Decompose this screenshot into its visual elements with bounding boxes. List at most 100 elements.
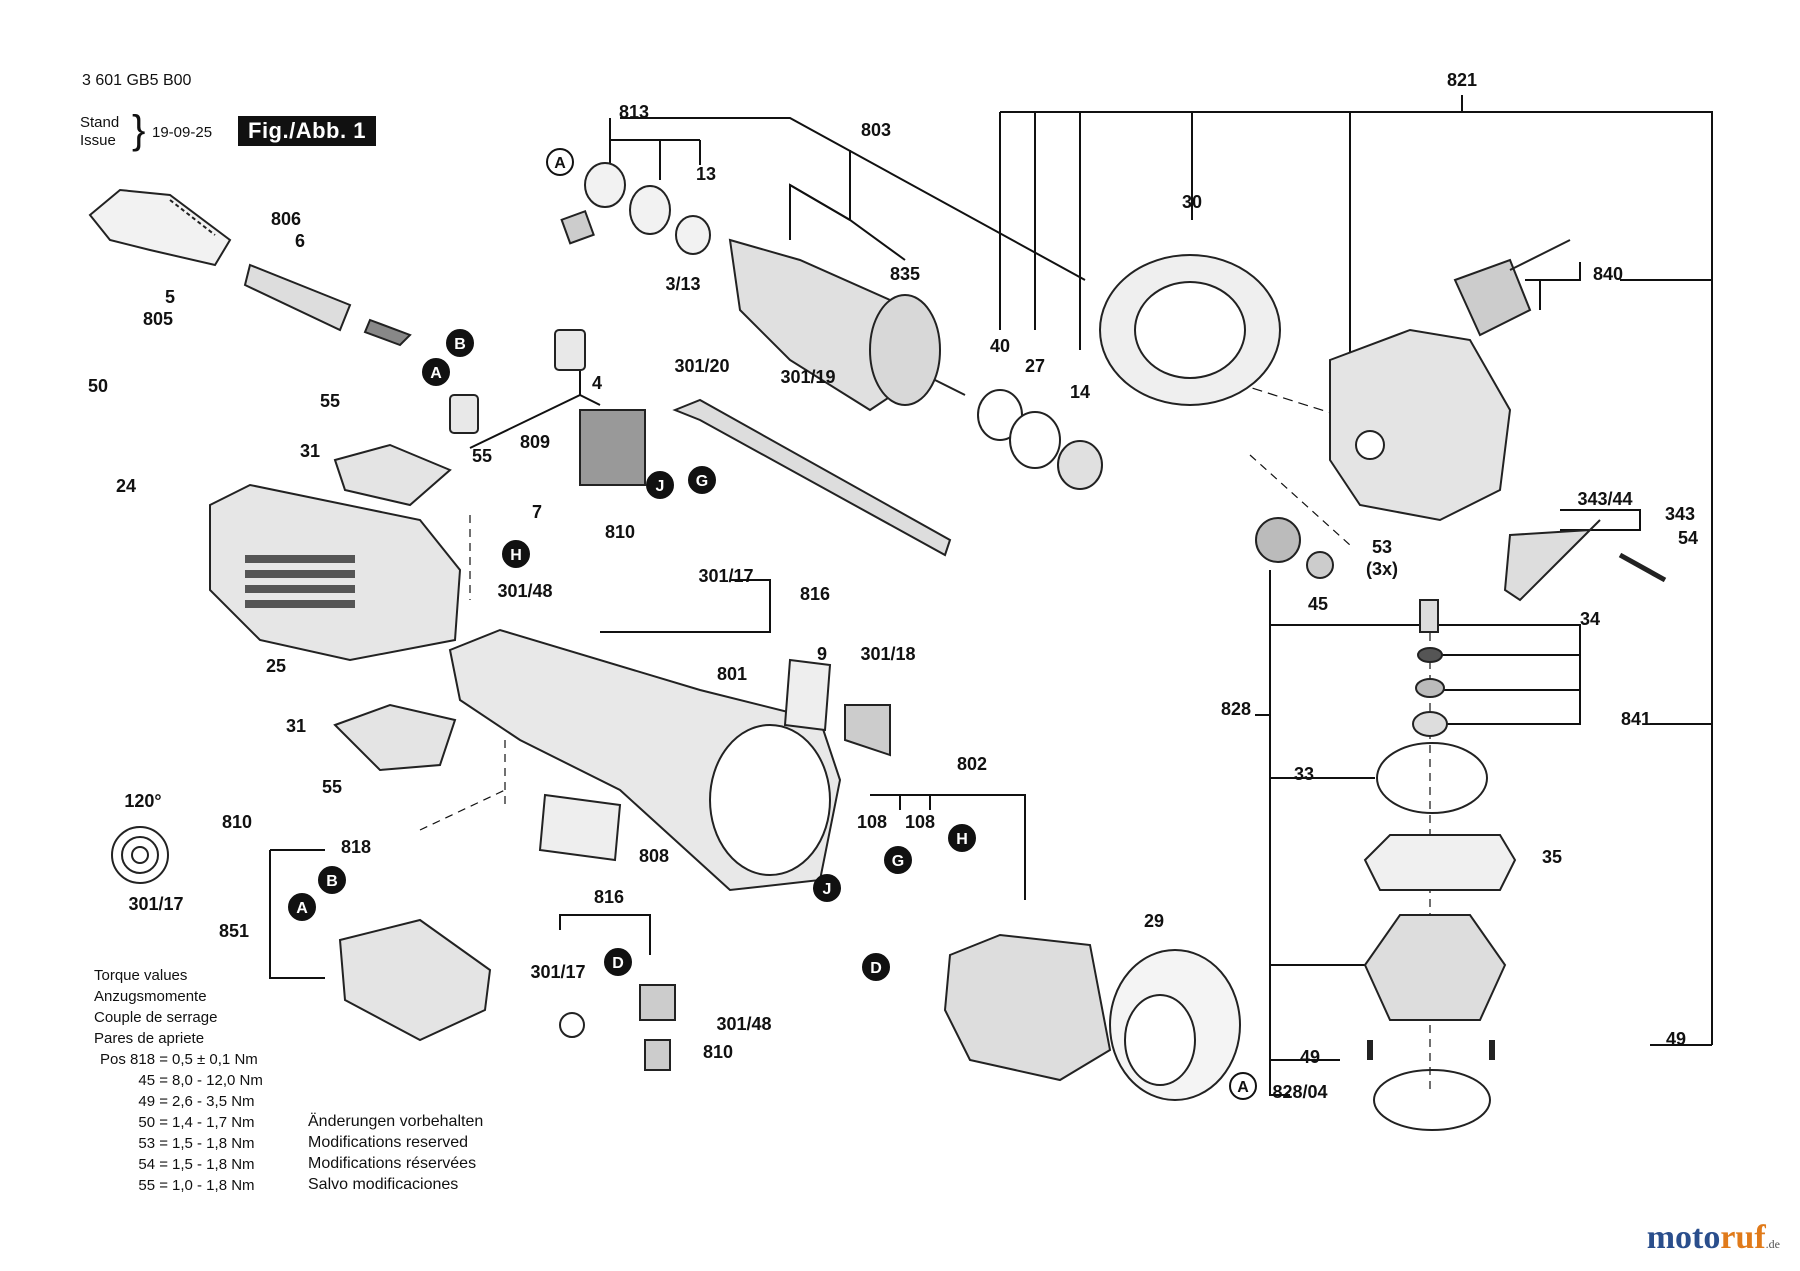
- part-label: 301/48: [497, 581, 552, 601]
- callout-letter: J: [656, 478, 665, 495]
- callout-letter: H: [956, 831, 968, 848]
- torque-title-de: Anzugsmomente: [94, 988, 207, 1005]
- part-label: 9: [817, 644, 827, 664]
- part-label: 30: [1182, 192, 1202, 212]
- callout-letter: B: [326, 873, 338, 890]
- part-label: 6: [295, 231, 305, 251]
- callout-a: A: [1229, 1072, 1257, 1100]
- issue-date: 19-09-25: [152, 124, 213, 141]
- torque-title-fr: Couple de serrage: [94, 1009, 218, 1026]
- part-label: 301/19: [780, 367, 835, 387]
- torque-value: 1,0 - 1,8 Nm: [172, 1177, 255, 1194]
- torque-row: 53 =1,5 - 1,8 Nm: [94, 1133, 302, 1154]
- callout-letter: A: [1237, 1079, 1249, 1096]
- motoruf-logo[interactable]: motoruf.de: [1647, 1219, 1780, 1257]
- stand-label: Stand: [80, 114, 120, 131]
- part-label: 813: [619, 102, 649, 122]
- part-label: 34: [1580, 609, 1600, 629]
- note-de: Änderungen vorbehalten: [308, 1113, 484, 1130]
- part-label: 31: [286, 716, 306, 736]
- part-label: 802: [957, 754, 987, 774]
- torque-value: 1,5 - 1,8 Nm: [172, 1135, 255, 1152]
- part-label: 120°: [124, 791, 161, 811]
- part-label: 821: [1447, 70, 1477, 90]
- torque-row: 54 =1,5 - 1,8 Nm: [94, 1154, 302, 1175]
- part-label: 50: [88, 376, 108, 396]
- callout-a: A: [422, 358, 450, 386]
- torque-title-en: Torque values: [94, 967, 188, 984]
- part-label: 24: [116, 476, 136, 496]
- part-label: 840: [1593, 264, 1623, 284]
- part-label: 49: [1300, 1047, 1320, 1067]
- callout-g: G: [688, 466, 716, 494]
- torque-row: Pos 818 =0,5 ± 0,1 Nm: [94, 1049, 302, 1070]
- callout-letter: G: [892, 853, 904, 870]
- callout-letter: D: [612, 955, 624, 972]
- issue-label: Issue: [80, 132, 116, 149]
- torque-pos: 49 =: [138, 1093, 168, 1110]
- torque-row: 49 =2,6 - 3,5 Nm: [94, 1091, 302, 1112]
- part-label: 301/17: [128, 894, 183, 914]
- part-label: 55: [320, 391, 340, 411]
- note-en: Modifications reserved: [308, 1134, 469, 1151]
- part-label: 25: [266, 656, 286, 676]
- torque-pos: 53 =: [138, 1135, 168, 1152]
- part-label: 343: [1665, 504, 1695, 524]
- callout-b: B: [446, 329, 474, 357]
- torque-pos: 55 =: [138, 1177, 168, 1194]
- callout-b: B: [318, 866, 346, 894]
- part-label: 301/18: [860, 644, 915, 664]
- callout-d: D: [862, 953, 890, 981]
- callout-d: D: [604, 948, 632, 976]
- part-label: 301/17: [698, 566, 753, 586]
- date-brace: }: [132, 108, 146, 152]
- part-label: 55: [472, 446, 492, 466]
- part-label: 45: [1308, 594, 1328, 614]
- torque-value: 1,5 - 1,8 Nm: [172, 1156, 255, 1173]
- part-label: 828: [1221, 699, 1251, 719]
- part-label: 5: [165, 287, 175, 307]
- document-number: 3 601 GB5 B00: [82, 72, 192, 89]
- callout-a: A: [288, 893, 316, 921]
- torque-value: 1,4 - 1,7 Nm: [172, 1114, 255, 1131]
- part-label: 4: [592, 373, 602, 393]
- part-label: 810: [222, 812, 252, 832]
- torque-pos: 50 =: [138, 1114, 168, 1131]
- torque-values-table: Torque values Anzugsmomente Couple de se…: [94, 965, 302, 1196]
- callout-letter: G: [696, 473, 708, 490]
- torque-row: 45 =8,0 - 12,0 Nm: [94, 1070, 302, 1091]
- callout-h: H: [502, 540, 530, 568]
- part-label: 31: [300, 441, 320, 461]
- part-label: 809: [520, 432, 550, 452]
- part-label: 49: [1666, 1029, 1686, 1049]
- callout-g: G: [884, 846, 912, 874]
- brand-suffix: .de: [1765, 1237, 1780, 1251]
- torque-pos: 45 =: [138, 1072, 168, 1089]
- part-label: 27: [1025, 356, 1045, 376]
- part-label: 301/48: [716, 1014, 771, 1034]
- torque-pos: Pos 818 =: [100, 1051, 168, 1068]
- part-label: 816: [594, 887, 624, 907]
- callout-j: J: [813, 874, 841, 902]
- callout-letter: D: [870, 960, 882, 977]
- torque-title-es: Pares de apriete: [94, 1030, 205, 1047]
- callout-a: A: [546, 148, 574, 176]
- brand-part-2: ruf: [1720, 1219, 1766, 1256]
- part-label: 805: [143, 309, 173, 329]
- part-label: 818: [341, 837, 371, 857]
- part-label: 3/13: [665, 274, 700, 294]
- part-label: 29: [1144, 911, 1164, 931]
- part-label: 108: [857, 812, 887, 832]
- brand-part-1: moto: [1646, 1219, 1721, 1256]
- torque-value: 0,5 ± 0,1 Nm: [172, 1051, 258, 1068]
- modification-notes: Änderungen vorbehalten Modifications res…: [308, 1111, 483, 1195]
- part-label: 806: [271, 209, 301, 229]
- callout-letter: J: [823, 881, 832, 898]
- part-label: 810: [703, 1042, 733, 1062]
- callout-letter: A: [296, 900, 308, 917]
- callout-j: J: [646, 471, 674, 499]
- part-label: 53: [1372, 537, 1392, 557]
- part-label: 35: [1542, 847, 1562, 867]
- part-label: 40: [990, 336, 1010, 356]
